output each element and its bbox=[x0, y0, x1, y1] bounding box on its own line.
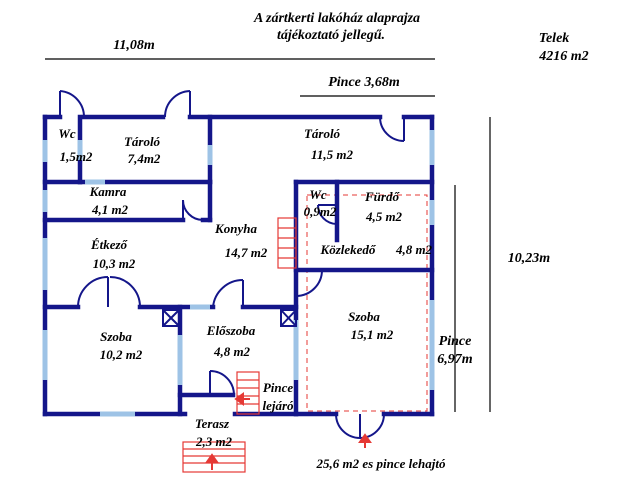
room-room2-name: Szoba bbox=[348, 309, 380, 324]
basement-ramp-note: 25,6 m2 es pince lehajtó bbox=[316, 456, 446, 471]
room-room1-area: 10,2 m2 bbox=[100, 347, 143, 362]
chimney-right bbox=[280, 309, 297, 327]
room-pantry-area: 4,1 m2 bbox=[91, 202, 129, 217]
room-bathroom-name: Fürdő bbox=[364, 189, 400, 204]
cellar-stairs-hall bbox=[236, 371, 260, 415]
room-room2-area: 15,1 m2 bbox=[351, 327, 394, 342]
room-corridor-name: Közlekedő bbox=[320, 242, 377, 257]
room-room1-name: Szoba bbox=[100, 329, 132, 344]
room-bathroom-area: 4,5 m2 bbox=[365, 209, 403, 224]
room-dining-area: 10,3 m2 bbox=[93, 256, 136, 271]
terrace-stairs bbox=[182, 441, 246, 473]
cellar-stairs-label-line-1: Pince bbox=[263, 380, 294, 395]
labels: A zártkerti lakóház alaprajza tájékoztat… bbox=[58, 11, 588, 471]
room-storage1-area: 7,4m2 bbox=[128, 151, 161, 166]
room-dining-name: Étkező bbox=[90, 237, 129, 252]
room-storage1-name: Tároló bbox=[124, 134, 161, 149]
dimension-depth: 10,23m bbox=[508, 251, 551, 266]
title-line-2: tájékoztató jellegű. bbox=[277, 28, 385, 43]
cellar-side-value: 6,97m bbox=[437, 352, 473, 367]
cellar-side-label: Pince bbox=[439, 334, 472, 349]
room-kitchen-area: 14,7 m2 bbox=[225, 245, 268, 260]
room-storage2-name: Tároló bbox=[304, 126, 341, 141]
plot-label: Telek bbox=[539, 31, 570, 46]
title-line-1: A zártkerti lakóház alaprajza bbox=[253, 11, 420, 26]
room-wc2-name: Wc bbox=[309, 187, 327, 202]
cellar-outline bbox=[306, 194, 428, 412]
arrow-up-icon bbox=[358, 433, 372, 448]
room-hall-name: Előszoba bbox=[206, 323, 256, 338]
cellar-stairs-label-line-2: lejáró bbox=[262, 398, 294, 413]
plot-area: 4216 m2 bbox=[538, 49, 588, 64]
room-wc1-name: Wc bbox=[58, 126, 76, 141]
room-terrace-area: 2,3 m2 bbox=[195, 434, 233, 449]
room-corridor-area: 4,8 m2 bbox=[395, 242, 433, 257]
room-storage2-area: 11,5 m2 bbox=[311, 147, 353, 162]
stairs bbox=[182, 217, 297, 473]
arrow-left-icon bbox=[234, 392, 250, 406]
room-hall-area: 4,8 m2 bbox=[213, 344, 251, 359]
room-kitchen-name: Konyha bbox=[214, 221, 257, 236]
dimension-cellar-top: Pince 3,68m bbox=[328, 75, 400, 90]
doors bbox=[59, 90, 405, 439]
chimney-left bbox=[162, 309, 180, 327]
dimension-lines bbox=[45, 58, 491, 412]
arrow-up-icon bbox=[205, 453, 219, 470]
room-pantry-name: Kamra bbox=[89, 184, 127, 199]
room-wc2-area: 0,9m2 bbox=[304, 204, 337, 219]
windows bbox=[42, 130, 435, 417]
room-wc1-area: 1,5m2 bbox=[60, 149, 93, 164]
arrows bbox=[205, 392, 372, 470]
room-terrace-name: Terasz bbox=[195, 416, 230, 431]
cellar-stairs-kitchen bbox=[277, 217, 297, 269]
dimension-width: 11,08m bbox=[113, 38, 155, 53]
chimneys bbox=[162, 309, 297, 327]
